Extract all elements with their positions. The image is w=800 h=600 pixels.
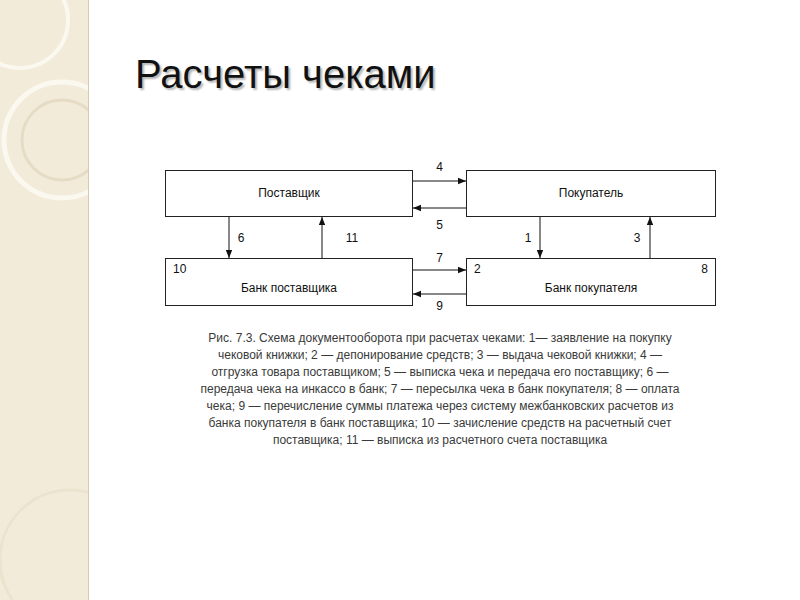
box-body: Покупатель bbox=[474, 174, 708, 212]
box-body: Банк покупателя bbox=[474, 276, 708, 301]
box-label: Поставщик bbox=[258, 186, 320, 201]
callout-number: 10 bbox=[173, 262, 186, 276]
flow-arrow bbox=[229, 217, 230, 258]
step-number: 5 bbox=[434, 218, 445, 232]
process-box: 28Банк покупателя bbox=[466, 258, 716, 306]
process-box: 10Банк поставщика bbox=[165, 258, 413, 306]
step-number: 4 bbox=[434, 160, 445, 174]
slide-title: Расчеты чеками bbox=[135, 52, 436, 97]
process-box: Поставщик bbox=[165, 170, 413, 217]
band-edge bbox=[88, 0, 89, 600]
step-number: 1 bbox=[523, 231, 534, 245]
step-number: 11 bbox=[344, 231, 360, 245]
callout-number: 8 bbox=[701, 262, 708, 276]
figure-caption: Рис. 7.3. Схема документооборота при рас… bbox=[195, 330, 685, 449]
flow-arrow bbox=[413, 294, 466, 295]
band-circles bbox=[0, 0, 88, 600]
flow-arrow bbox=[650, 217, 651, 258]
corner-row: 28 bbox=[474, 262, 708, 276]
step-number: 3 bbox=[632, 231, 643, 245]
flow-arrow bbox=[413, 270, 466, 271]
callout-number: 2 bbox=[474, 262, 481, 276]
flow-arrow bbox=[322, 217, 323, 258]
flow-arrow bbox=[413, 181, 466, 182]
flow-arrow bbox=[540, 217, 541, 258]
step-number: 9 bbox=[434, 299, 445, 313]
box-label: Банк покупателя bbox=[545, 281, 637, 296]
process-box: Покупатель bbox=[466, 170, 716, 217]
box-body: Банк поставщика bbox=[173, 276, 405, 301]
step-number: 7 bbox=[434, 251, 445, 265]
box-label: Покупатель bbox=[559, 186, 623, 201]
box-body: Поставщик bbox=[173, 174, 405, 212]
corner-row: 10 bbox=[173, 262, 405, 276]
box-label: Банк поставщика bbox=[241, 281, 337, 296]
side-band bbox=[0, 0, 88, 600]
step-number: 6 bbox=[236, 231, 247, 245]
flow-arrow bbox=[413, 208, 466, 209]
